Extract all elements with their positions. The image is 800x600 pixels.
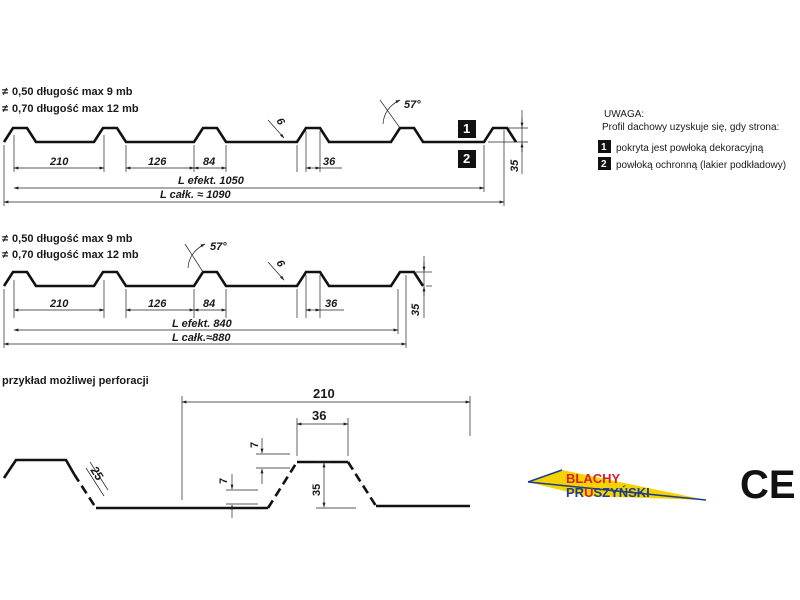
angle-label: 57° xyxy=(404,99,421,111)
l-calk-label: L całk. ≈ 1090 xyxy=(160,189,232,201)
dim-35-label: 35 xyxy=(311,484,323,496)
bend-label: 6 xyxy=(273,116,287,128)
side-marker-2-label: 2 xyxy=(463,151,470,166)
note-marker-2-label: 2 xyxy=(601,159,607,170)
ce-mark: CE xyxy=(740,463,796,507)
side-marker-1-label: 1 xyxy=(463,121,470,136)
dim-210-label: 210 xyxy=(49,298,69,310)
angle-arc xyxy=(187,243,206,269)
l-efekt-label: L efekt. 840 xyxy=(172,318,233,330)
bend-label: 6 xyxy=(273,258,287,270)
perforation-title: przykład możliwej perforacji xyxy=(2,375,149,387)
dim-25-label: 25 xyxy=(87,464,106,483)
perforation-example: przykład możliwej perforacji 210 36 25 xyxy=(2,375,471,518)
note-title: UWAGA: xyxy=(604,109,644,120)
l-calk-label: L całk.≈880 xyxy=(172,332,231,344)
dim-126-label: 126 xyxy=(148,156,167,168)
perforation-profile-left xyxy=(2,458,76,479)
profile-2-outline xyxy=(2,270,425,288)
profile-1-outline xyxy=(2,126,518,144)
note-item-1: pokryta jest powłoką dekoracyjną xyxy=(616,143,764,154)
dim-210-label: 210 xyxy=(49,156,69,168)
l-efekt-label: L efekt. 1050 xyxy=(178,175,245,187)
dim-36-label: 36 xyxy=(323,156,336,168)
perforation-profile-dashed-left xyxy=(72,473,98,509)
angle-label: 57° xyxy=(210,241,227,253)
note-marker-1 xyxy=(598,140,611,153)
dim-126-label: 126 xyxy=(148,298,167,310)
thickness-line-2: ≠0,70 długość max 12 mb xyxy=(2,249,139,261)
dim-36-label: 36 xyxy=(325,298,338,310)
note-item-2: powłoką ochronną (lakier podkładowy) xyxy=(616,160,786,171)
note-subtitle: Profil dachowy uzyskuje się, gdy strona: xyxy=(602,122,779,133)
dim-7-upper-label: 7 xyxy=(249,442,261,448)
blachy-pruszynski-logo: BLACHY PRUSZYŃSKI xyxy=(527,469,707,501)
thickness-line-1: ≠0,50 długość max 9 mb xyxy=(2,86,133,98)
dim-35-label: 35 xyxy=(410,303,422,316)
profile-2: ≠0,50 długość max 9 mb ≠0,70 długość max… xyxy=(2,233,432,348)
thickness-line-1: ≠0,50 długość max 9 mb xyxy=(2,233,133,245)
profile-1: ≠0,50 długość max 9 mb ≠0,70 długość max… xyxy=(2,86,528,206)
dim-84-label: 84 xyxy=(203,156,215,168)
perforation-profile-dashed-right xyxy=(346,461,378,507)
side-marker-1 xyxy=(458,120,476,138)
angle-arc xyxy=(382,99,401,125)
dim-210-label: 210 xyxy=(313,386,335,401)
side-marker-2 xyxy=(458,150,476,168)
dim-84-label: 84 xyxy=(203,298,215,310)
dim-36-label: 36 xyxy=(312,408,326,423)
thickness-line-2: ≠0,70 długość max 12 mb xyxy=(2,103,139,115)
note-marker-2 xyxy=(598,157,611,170)
logo-line-2: PRUSZYŃSKI xyxy=(566,485,650,500)
logo-line-1: BLACHY xyxy=(566,471,620,486)
dim-7-lower-label: 7 xyxy=(218,478,230,484)
note-marker-1-label: 1 xyxy=(601,142,607,153)
note-box: UWAGA: Profil dachowy uzyskuje się, gdy … xyxy=(598,109,786,171)
dim-35-label: 35 xyxy=(509,159,521,172)
perforation-profile-dashed-mid xyxy=(266,461,299,509)
